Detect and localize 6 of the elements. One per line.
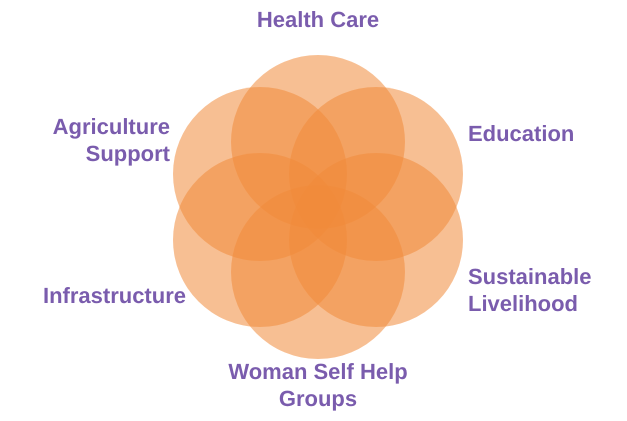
circle-label: Agriculture Support [52, 113, 170, 167]
circle-label: Sustainable Livelihood [468, 263, 592, 317]
circle-label: Health Care [256, 6, 380, 33]
circle-label: Education [468, 120, 576, 147]
circle-label: Infrastructure [42, 282, 186, 309]
circle-label: Woman Self Help Groups [227, 358, 409, 412]
